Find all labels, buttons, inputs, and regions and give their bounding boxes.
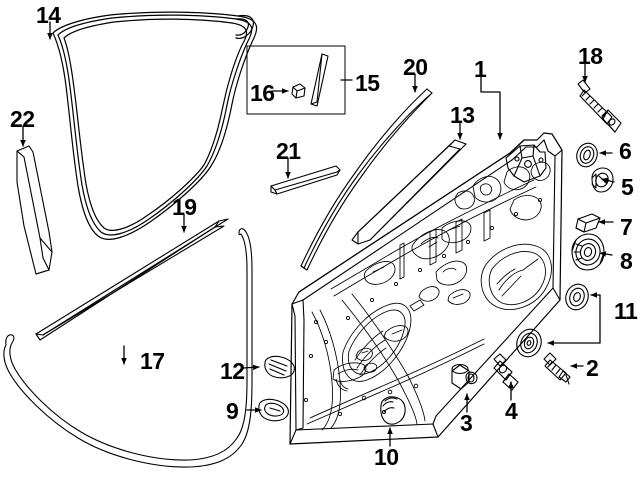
leader-11-lower: [547, 294, 601, 346]
part-6-grommet: [576, 142, 598, 168]
callout-6[interactable]: 6: [619, 138, 632, 164]
callout-3[interactable]: 3: [460, 410, 473, 436]
part-20-run-channel: [300, 88, 433, 271]
callout-22[interactable]: 22: [10, 106, 35, 132]
leader-1: [480, 76, 503, 140]
part-3-bushing: [451, 363, 478, 390]
part-22-applique: [16, 145, 53, 275]
callout-7[interactable]: 7: [620, 214, 633, 240]
callout-8[interactable]: 8: [620, 248, 633, 274]
part-12-clip: [264, 355, 295, 379]
callout-19[interactable]: 19: [172, 194, 197, 220]
part-2-screw: [543, 352, 571, 385]
part-19-belt-molding: [35, 218, 229, 341]
part-11-plug-upper: [565, 283, 589, 311]
callout-11[interactable]: 11: [614, 298, 638, 324]
callout-18[interactable]: 18: [578, 43, 603, 69]
part-14-weatherstrip: [52, 11, 258, 240]
callout-4[interactable]: 4: [505, 398, 518, 424]
callout-17[interactable]: 17: [140, 348, 165, 374]
part-11-plug-lower: [516, 328, 542, 358]
part-21-molding: [270, 165, 341, 195]
part-9-grommet: [258, 398, 289, 422]
callout-12[interactable]: 12: [220, 358, 245, 384]
part-8-grommet-large: [571, 233, 605, 271]
callout-15[interactable]: 15: [355, 70, 380, 96]
part-16-clip: [291, 83, 306, 99]
leader-12: [242, 364, 260, 371]
leader-lines: [20, 21, 615, 447]
part-1-door-shell: [289, 132, 563, 445]
callout-5[interactable]: 5: [621, 174, 634, 200]
part-7-clip: [575, 213, 601, 233]
callout-13[interactable]: 13: [450, 102, 475, 128]
callout-10[interactable]: 10: [374, 444, 399, 470]
part-17-door-seal: [3, 228, 253, 468]
part-4-stud: [493, 353, 519, 391]
callout-14[interactable]: 14: [36, 2, 61, 28]
part-15-strip: [310, 53, 329, 107]
part-13-belt-weatherstrip: [351, 139, 467, 245]
door-inner-stampings: [303, 161, 552, 431]
callout-20[interactable]: 20: [403, 54, 428, 80]
callout-16[interactable]: 16: [250, 80, 275, 106]
part-18-screw: [577, 79, 622, 133]
callout-9[interactable]: 9: [226, 398, 239, 424]
callout-1[interactable]: 1: [474, 56, 487, 82]
callout-21[interactable]: 21: [276, 138, 301, 164]
part-10-cap: [380, 396, 406, 425]
part-5-plug: [591, 167, 614, 193]
callout-2[interactable]: 2: [586, 355, 599, 381]
leader-8: [599, 251, 613, 257]
leader-5: [601, 177, 615, 184]
